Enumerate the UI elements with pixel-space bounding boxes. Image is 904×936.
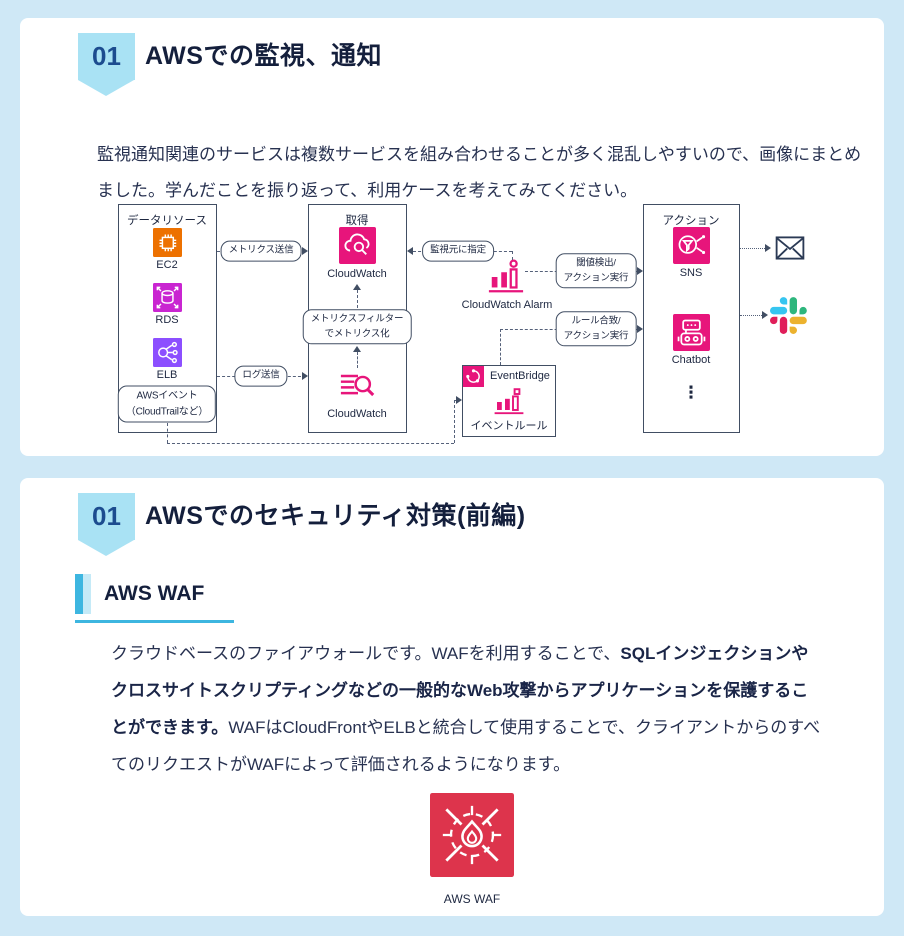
waf-paragraph: クラウドベースのファイアウォールです。WAFを利用することで、SQLインジェクシ… — [111, 635, 823, 783]
waf-paragraph-bold: SQLインジェクションやクロスサイトスクリプティングなどの一般的なWeb攻撃から… — [111, 644, 809, 737]
aws-event-node: AWSイベント （CloudTrailなど） — [117, 385, 217, 423]
sns-icon — [673, 227, 710, 264]
event-rule-label: イベントルール — [470, 420, 548, 432]
security-section-card: 01 AWSでのセキュリティ対策(前編) AWS WAF クラウドベースのファイ… — [20, 478, 884, 916]
rule-match-label: ルール合致/ アクション実行 — [555, 311, 637, 347]
ec2-icon — [153, 228, 182, 257]
chatbot-output-line — [740, 315, 764, 316]
sns-label: SNS — [679, 267, 703, 279]
cloudwatch-logs-icon — [339, 369, 377, 402]
metrics-send-label: メトリクス送信 — [220, 240, 302, 262]
event-path-down — [167, 423, 168, 443]
metrics-arrowhead — [302, 247, 308, 255]
event-rule-icon — [493, 388, 525, 416]
elb-icon — [153, 338, 182, 367]
rule-line-down — [500, 329, 501, 365]
aws-waf-label: AWS WAF — [443, 892, 501, 906]
monitoring-section-card: 01 AWSでの監視、通知 監視通知関連のサービスは複数サービスを組み合わせるこ… — [20, 18, 884, 456]
event-path-arrowhead — [456, 396, 462, 404]
event-path-bottom — [167, 443, 454, 444]
cloudwatch-alarm-icon — [487, 258, 525, 296]
waf-paragraph-before: クラウドベースのファイアウォールです。WAFを利用することで、 — [111, 644, 621, 663]
eventbridge-icon — [463, 366, 484, 387]
waf-subheading: AWS WAF — [75, 574, 235, 623]
section-number-badge: 01 — [78, 33, 135, 96]
elb-label: ELB — [156, 369, 178, 381]
aws-waf-icon — [430, 793, 514, 881]
chatbot-label: Chatbot — [671, 354, 711, 366]
email-icon — [775, 236, 805, 260]
cloudwatch-label: CloudWatch — [327, 268, 387, 280]
chatbot-output-arrowhead — [762, 311, 768, 319]
event-path-up — [454, 400, 455, 443]
section-title: AWSでのセキュリティ対策(前編) — [145, 502, 526, 530]
subheading-text: AWS WAF — [104, 582, 205, 605]
section-number-badge: 01 — [78, 493, 135, 556]
metrics-filter-label: メトリクスフィルター でメトリクス化 — [302, 309, 412, 345]
monitor-source-label: 監視元に指定 — [422, 240, 494, 262]
arrowhead-up-2 — [353, 346, 361, 352]
eventbridge-label: EventBridge — [490, 370, 550, 382]
rds-label: RDS — [155, 314, 179, 326]
waf-paragraph-after: WAFはCloudFrontやELBと統合して使用することで、クライアントからの… — [111, 718, 821, 774]
cloudwatch-alarm-label: CloudWatch Alarm — [461, 299, 553, 311]
group-title-datasource: データリソース — [127, 215, 207, 227]
ec2-label: EC2 — [156, 259, 178, 271]
monitoring-architecture-diagram: データリソース 取得 アクション EC2 RDS ELB AWSイベント （Cl… — [20, 204, 884, 454]
monitor-arrowhead — [407, 247, 413, 255]
log-send-label: ログ送信 — [234, 365, 288, 387]
sns-output-line — [740, 248, 767, 249]
slack-icon — [770, 297, 807, 334]
section-paragraph: 監視通知関連のサービスは複数サービスを組み合わせることが多く混乱しやすいので、画… — [97, 145, 862, 200]
cloudwatch-icon — [339, 227, 376, 264]
subheading-accent-bar — [75, 574, 91, 614]
threshold-label: 閾値検出/ アクション実行 — [555, 253, 637, 289]
logs-to-filter-line — [357, 352, 358, 368]
sns-output-arrowhead — [765, 244, 771, 252]
threshold-arrowhead — [637, 267, 643, 275]
filter-to-cloudwatch-line — [357, 290, 358, 308]
log-arrowhead — [302, 372, 308, 380]
rule-arrowhead — [637, 325, 643, 333]
chatbot-icon — [673, 314, 710, 351]
group-title-acquire: 取得 — [345, 215, 369, 227]
monitor-line-down — [512, 251, 513, 260]
cloudwatch-logs-label: CloudWatch — [327, 408, 387, 420]
group-title-action: アクション — [662, 215, 720, 227]
rds-icon — [153, 283, 182, 312]
more-actions-ellipsis: ⋮ — [682, 383, 700, 402]
arrowhead-up-1 — [353, 284, 361, 290]
section-title: AWSでの監視、通知 — [145, 42, 382, 70]
waf-icon-block: AWS WAF — [410, 793, 534, 906]
